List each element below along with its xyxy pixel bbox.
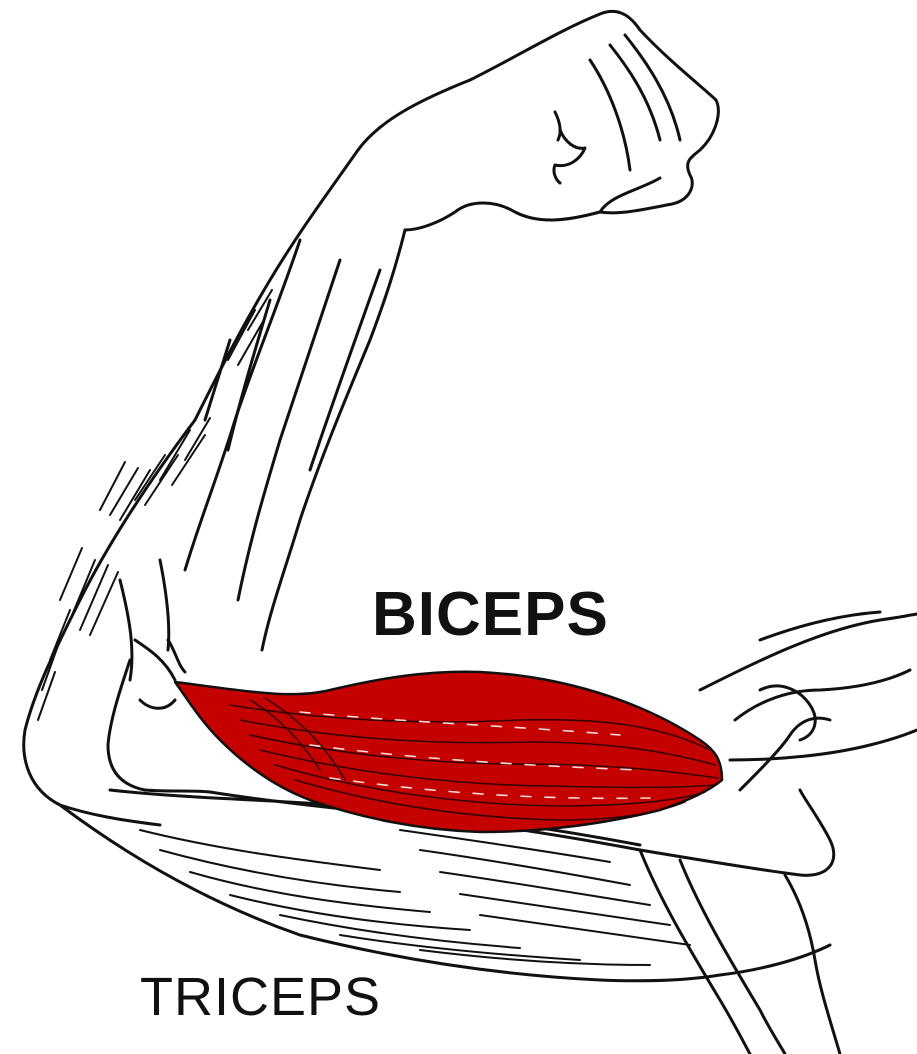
biceps-label: BICEPS xyxy=(372,584,609,646)
forearm xyxy=(185,150,405,650)
fist xyxy=(358,11,718,230)
triceps-label: TRICEPS xyxy=(140,970,381,1024)
biceps-muscle xyxy=(175,672,722,832)
elbow xyxy=(24,420,210,825)
